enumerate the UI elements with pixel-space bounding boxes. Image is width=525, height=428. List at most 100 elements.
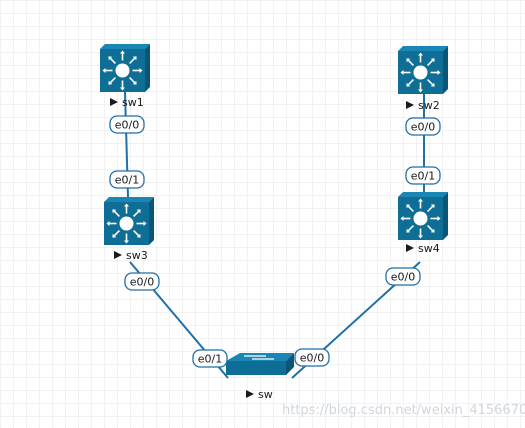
- node-name-text: sw3: [126, 249, 148, 262]
- node-sw2[interactable]: [398, 46, 448, 94]
- router-arrows-icon: [102, 50, 143, 91]
- arrow-head: [418, 52, 423, 56]
- hub-circle: [413, 211, 428, 226]
- arrow-shaft: [129, 77, 136, 84]
- arrow-shaft: [407, 225, 414, 232]
- arrow-head: [406, 58, 411, 63]
- router-arrows-icon: [106, 203, 147, 244]
- node-name-text: sw1: [122, 96, 144, 109]
- arrow-head: [400, 216, 404, 221]
- arrow-shaft: [407, 205, 414, 212]
- arrow-head: [437, 216, 441, 221]
- router-arrows-icon: [400, 198, 441, 239]
- arrow-shaft: [427, 225, 434, 232]
- port-text: e0/1: [198, 353, 222, 366]
- port-pill: [124, 272, 160, 291]
- port-text: e0/1: [115, 174, 139, 187]
- port-text: e0/0: [411, 121, 435, 134]
- arrow-head: [108, 56, 113, 61]
- arrow-head: [136, 233, 141, 238]
- arrow-head: [406, 204, 411, 209]
- arrow-head: [102, 68, 106, 73]
- arrow-shaft: [113, 230, 120, 237]
- arrow-head: [400, 70, 404, 75]
- arrow-shaft: [407, 59, 414, 66]
- switch-arrows-icon: [244, 355, 274, 360]
- node-name-text: sw: [258, 388, 273, 401]
- arrow-head: [124, 203, 129, 207]
- port-label-sw3[interactable]: e0/1: [109, 170, 145, 189]
- play-triangle-icon: [114, 251, 122, 259]
- arrow-head: [120, 87, 125, 91]
- play-triangle-icon: [110, 98, 118, 106]
- arrow-head: [406, 228, 411, 233]
- arrow-head: [124, 240, 129, 244]
- port-label-sw4[interactable]: e0/1: [405, 166, 441, 185]
- router-arrows-icon: [400, 52, 441, 93]
- arrow-head: [418, 235, 423, 239]
- arrow-head: [430, 204, 435, 209]
- port-pill: [192, 349, 228, 368]
- port-pill: [405, 117, 441, 136]
- node-sw1[interactable]: [100, 44, 150, 92]
- arrow-shaft: [427, 59, 434, 66]
- node-label-sw1: sw1: [110, 96, 144, 109]
- port-text: e0/0: [300, 352, 324, 365]
- arrow-head: [139, 68, 143, 73]
- arrow-head: [143, 221, 147, 226]
- ports-layer: e0/0 e0/1 e0/0 e0/1 e0/0 e0/1 e0/0 e0/0: [109, 115, 441, 368]
- port-text: e0/1: [411, 170, 435, 183]
- node-label-sw: sw: [246, 388, 273, 401]
- play-triangle-icon: [406, 101, 414, 109]
- node-sw[interactable]: [226, 353, 294, 375]
- arrow-shaft: [133, 210, 140, 217]
- arrow-head: [120, 50, 125, 54]
- arrow-head: [418, 89, 423, 93]
- port-label-sw[interactable]: e0/0: [294, 348, 330, 367]
- watermark-text: https://blog.csdn.net/weixin_41566700: [282, 403, 525, 418]
- port-label-sw[interactable]: e0/1: [192, 349, 228, 368]
- port-label-sw4[interactable]: e0/0: [385, 267, 421, 286]
- arrow-shaft: [407, 79, 414, 86]
- device-side-face: [145, 44, 150, 92]
- port-pill: [294, 348, 330, 367]
- port-text: e0/0: [130, 276, 154, 289]
- device-top-face: [100, 44, 150, 49]
- port-pill: [405, 166, 441, 185]
- arrow-head: [136, 209, 141, 214]
- device-top-face: [398, 46, 448, 51]
- arrow-head: [437, 70, 441, 75]
- arrow-head: [418, 198, 423, 202]
- port-text: e0/0: [115, 119, 139, 132]
- arrow-head: [112, 209, 117, 214]
- device-top-face: [226, 353, 294, 361]
- arrow-shaft: [427, 205, 434, 212]
- port-pill: [109, 170, 145, 189]
- arrow-shaft: [113, 210, 120, 217]
- device-side-face: [443, 46, 448, 94]
- arrow-shaft: [133, 230, 140, 237]
- arrow-head: [406, 82, 411, 87]
- device-side-face: [286, 353, 294, 375]
- hub-circle: [115, 63, 130, 78]
- hub-circle: [119, 216, 134, 231]
- arrow-head: [132, 56, 137, 61]
- port-label-sw1[interactable]: e0/0: [109, 115, 145, 134]
- arrow-shaft: [427, 79, 434, 86]
- node-sw4[interactable]: [398, 192, 448, 240]
- arrow-shaft: [109, 57, 116, 64]
- node-label-sw3: sw3: [114, 249, 148, 262]
- node-sw3[interactable]: [104, 197, 154, 245]
- port-label-sw2[interactable]: e0/0: [405, 117, 441, 136]
- play-triangle-icon: [406, 244, 414, 252]
- port-text: e0/0: [391, 271, 415, 284]
- arrow-head: [430, 58, 435, 63]
- arrow-shaft: [109, 77, 116, 84]
- node-label-sw2: sw2: [406, 99, 440, 112]
- arrow-head: [132, 80, 137, 85]
- device-top-face: [398, 192, 448, 197]
- port-label-sw3[interactable]: e0/0: [124, 272, 160, 291]
- arrow-head: [430, 82, 435, 87]
